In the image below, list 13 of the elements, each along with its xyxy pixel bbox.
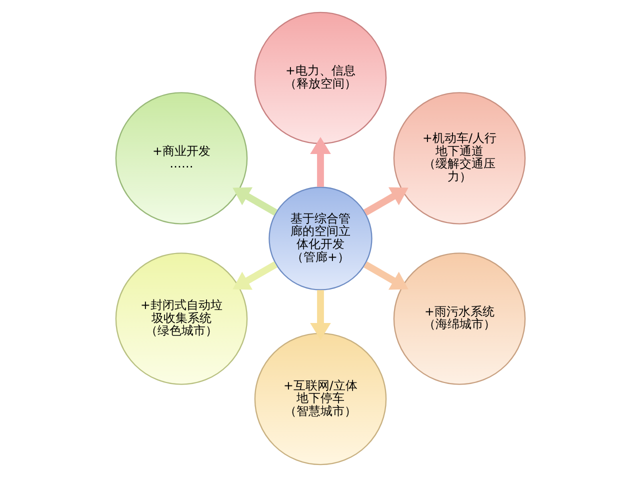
node-circle: +机动车/人行地下通道 （缓解交通压力） xyxy=(392,92,526,224)
arrow xyxy=(232,261,277,290)
node-circle: +商业开发 …… xyxy=(114,92,248,224)
node-circle: +电力、信息 （释放空间） xyxy=(254,12,386,144)
arrow xyxy=(363,261,408,290)
node-circle: 基于综合管廊的空间立体化开发 （管廊+） xyxy=(268,186,372,290)
arrow xyxy=(363,187,408,216)
node-circle: +互联网/立体地下停车 （智慧城市） xyxy=(254,332,386,466)
node-circle: +雨污水系统 （海绵城市） xyxy=(392,252,526,385)
node-circle: +封闭式自动垃圾收集系统 （绿色城市） xyxy=(114,252,248,385)
arrow xyxy=(310,137,330,187)
arrow xyxy=(232,187,277,216)
arrow xyxy=(310,290,330,340)
